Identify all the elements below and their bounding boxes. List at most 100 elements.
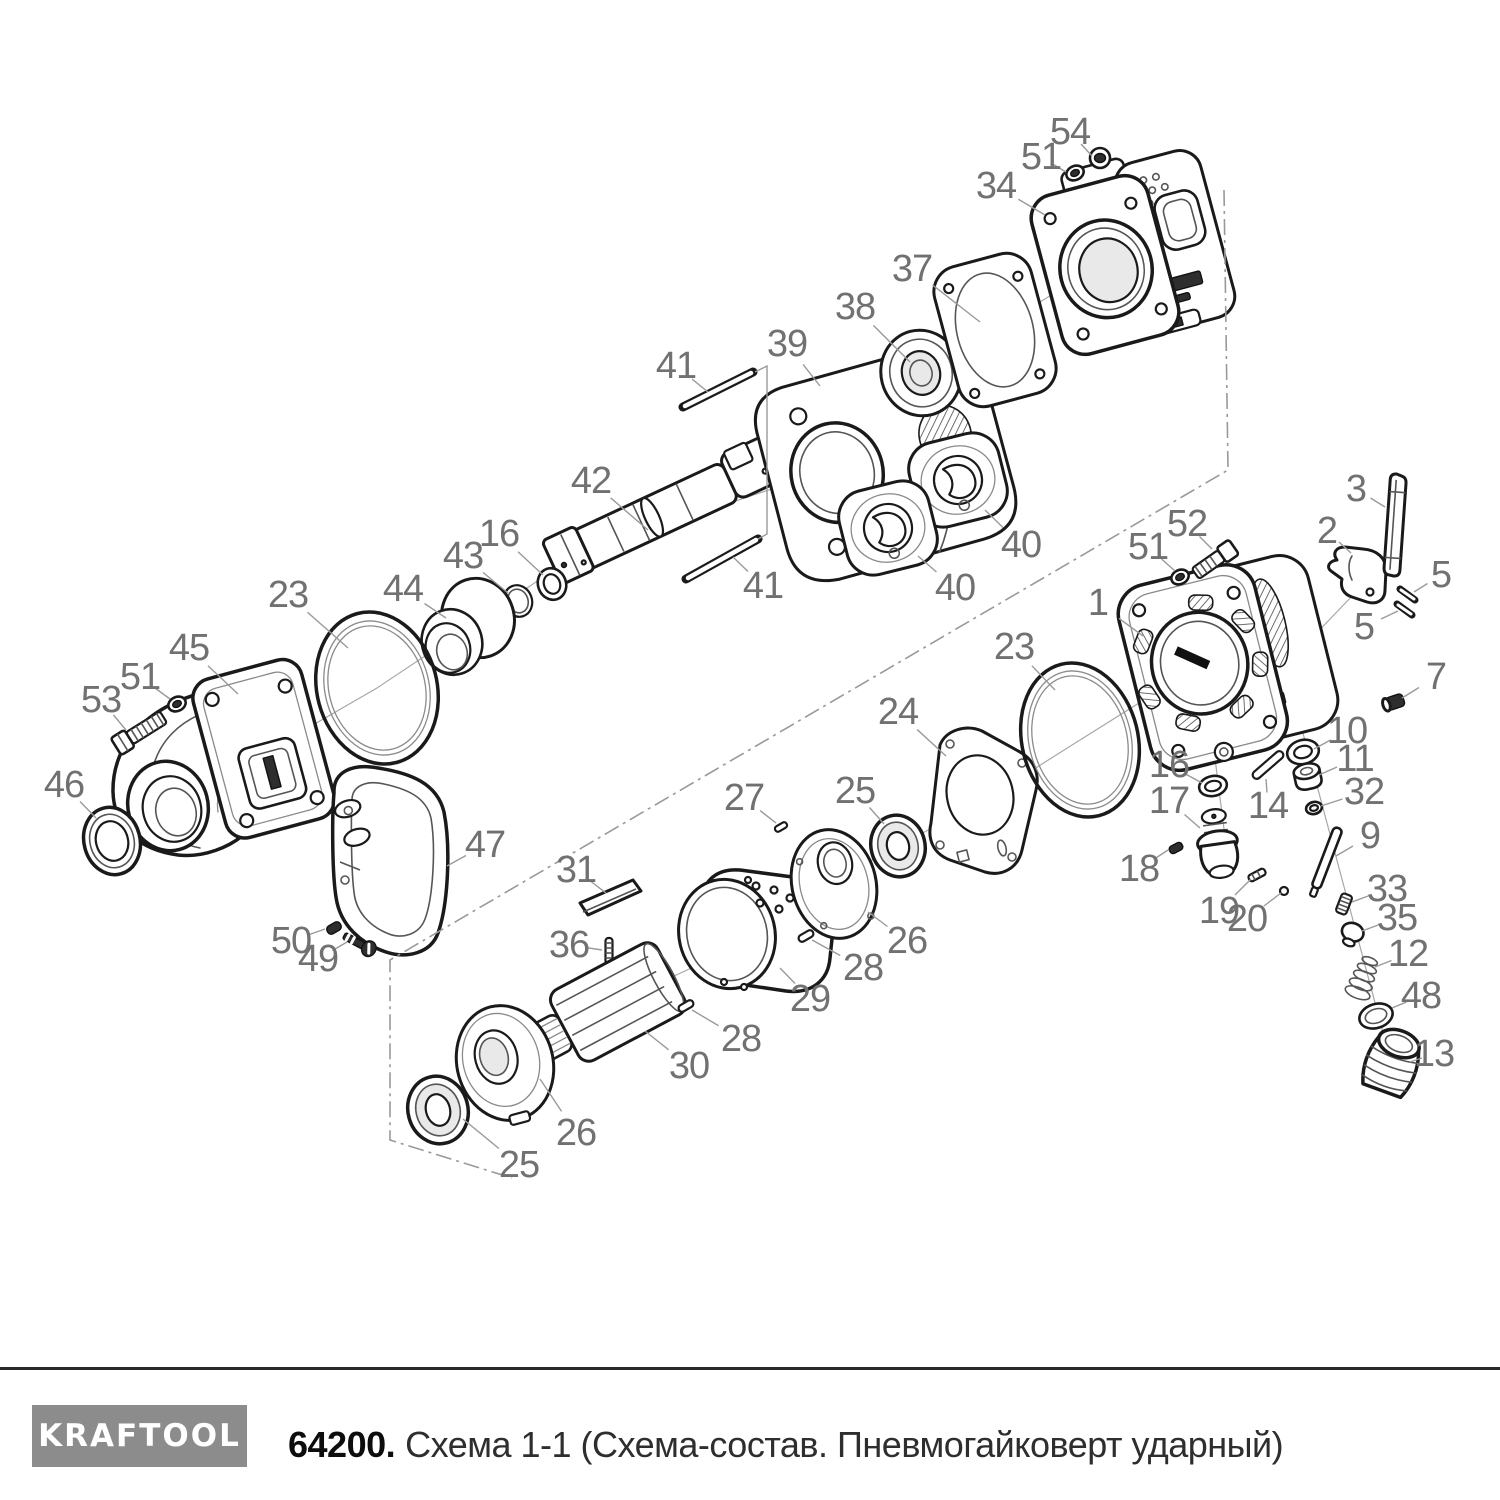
callout-50: 50 [271,920,311,962]
part-31-rotor-vane [578,878,643,917]
part-49-screw [342,932,377,958]
leader-11 [1318,766,1338,776]
part-10-o-ring [1285,738,1321,766]
leader-36 [585,946,603,951]
leader-7 [1401,686,1420,699]
callout-51: 51 [1128,526,1168,568]
leader-48 [1391,1001,1407,1009]
leader-50 [307,928,326,936]
callout-20: 20 [1227,898,1267,940]
callout-46: 46 [44,764,84,806]
part-46-seal-ring [81,805,143,877]
part-37-gasket [932,251,1058,409]
part-23-o-ring-left-large [313,610,441,766]
callouts: 5451343738394142164344234551534640404152… [44,111,1455,1186]
leader-28 [811,939,841,957]
leader-14 [1265,778,1268,793]
callout-9: 9 [1360,815,1380,857]
callout-11: 11 [1336,738,1373,780]
leader-38 [872,324,911,363]
leader-45 [207,665,239,695]
leader-32 [1320,798,1343,807]
leader-37 [932,284,981,323]
leader-16 [1185,773,1203,784]
part-48-o-ring [1358,1002,1394,1030]
callout-23: 23 [994,626,1034,668]
leader-28 [691,1009,719,1027]
leader-13 [1409,1057,1423,1063]
parts [81,146,1421,1146]
callout-14: 14 [1248,785,1289,827]
caption-title: Схема 1-1 (Схема-состав. Пневмогайковерт… [405,1424,1284,1465]
leader-27 [759,809,777,824]
callout-12: 12 [1388,933,1428,975]
part-28-pin-upper [797,929,815,943]
leader-10 [1313,739,1331,750]
part-38-bearing [879,328,963,418]
callout-39: 39 [767,323,807,365]
part-14-pin [1251,750,1285,780]
part-54-nut [1088,146,1112,170]
leader-3 [1370,497,1386,508]
callout-13: 13 [1414,1033,1454,1075]
callout-48: 48 [1401,975,1441,1017]
footer-divider-line [0,1367,1500,1370]
callout-16: 16 [479,513,519,555]
part-28-pin-lower [677,999,695,1013]
part-26-end-plate-rear [789,828,879,940]
diagram-caption: 64200.Схема 1-1 (Схема-состав. Пневмогай… [288,1424,1284,1466]
part-26-end-plate-front [454,1004,556,1126]
callout-32: 32 [1344,771,1384,813]
leader-39 [802,364,821,387]
part-16-o-ring-right [1197,774,1229,798]
leader-41 [732,556,749,573]
callout-1: 1 [1088,582,1108,624]
callout-41: 41 [656,345,696,387]
callout-35: 35 [1377,897,1417,939]
callout-29: 29 [790,978,830,1020]
part-25-bearing-front [405,1074,471,1146]
callout-5: 5 [1431,554,1451,596]
part-20-ball [1278,885,1290,897]
leader-26 [867,911,888,928]
leader-51 [1053,163,1067,173]
part-3-reverse-lever [1382,472,1408,578]
callout-30: 30 [669,1045,709,1087]
leader-53 [112,714,127,731]
leader-41 [691,378,709,393]
callout-54: 54 [1050,111,1091,153]
callout-5: 5 [1354,606,1374,648]
part-33-spring-small [1335,892,1353,916]
callout-37: 37 [892,248,932,290]
part-5-pin-upper [1396,585,1419,604]
leader-5 [1380,610,1399,620]
leader-35 [1361,923,1380,932]
callout-34: 34 [976,165,1017,207]
callout-40: 40 [935,567,975,609]
leader-26 [539,1078,563,1112]
callout-43: 43 [443,535,483,577]
leader-5 [1413,582,1428,593]
leader-18 [1153,849,1169,861]
callout-38: 38 [835,286,875,328]
part-52-bolt [1191,539,1240,580]
part-41-pin-lower [681,534,763,584]
part-40-hammer-lower [837,479,939,577]
part-17-throttle-valve [1196,808,1240,880]
callout-53: 53 [81,679,121,721]
leader-47 [446,854,467,867]
part-19-set-screw [1247,867,1267,883]
callout-28: 28 [843,947,883,989]
leader-20 [1263,892,1282,907]
callout-25: 25 [499,1144,539,1186]
logo-text: KRAFTOOL [38,1418,241,1454]
callout-26: 26 [556,1112,596,1154]
leader-42 [610,497,649,531]
kraftool-logo: KRAFTOOL [32,1405,247,1467]
callout-51: 51 [120,656,160,698]
leader-52 [1199,536,1213,550]
leader-40 [984,509,1004,529]
part-24-gasket [928,726,1039,875]
leader-51 [154,687,171,700]
